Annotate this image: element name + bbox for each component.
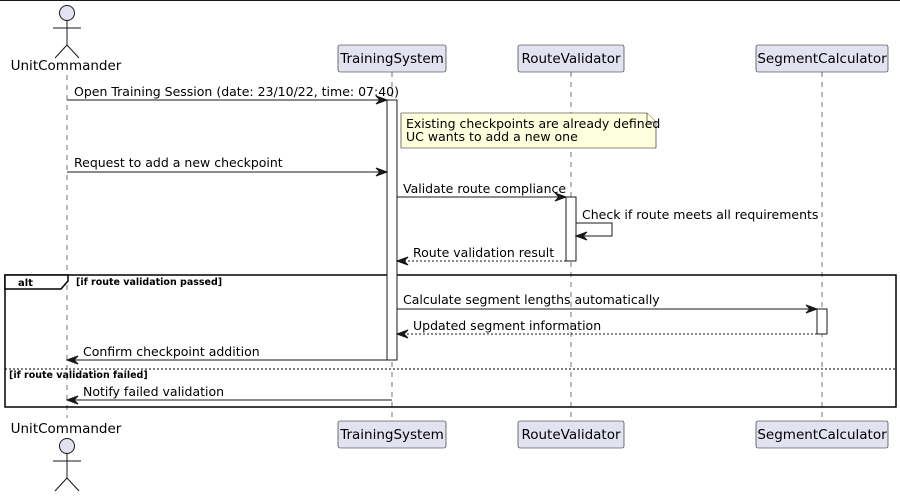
message-validation-result: Route validation result — [395, 245, 566, 266]
svg-text:SegmentCalculator: SegmentCalculator — [757, 51, 887, 67]
alt-keyword: alt — [18, 278, 33, 289]
participant-training-system-top: TrainingSystem — [337, 44, 447, 73]
participant-segment-calculator-bottom: SegmentCalculator — [755, 420, 889, 449]
svg-text:Calculate segment lengths auto: Calculate segment lengths automatically — [403, 292, 660, 307]
participant-segment-calculator-top: SegmentCalculator — [755, 44, 889, 73]
message-open-session: Open Training Session (date: 23/10/22, t… — [67, 84, 399, 105]
svg-text:Updated segment information: Updated segment information — [413, 318, 601, 333]
svg-text:RouteValidator: RouteValidator — [521, 51, 621, 67]
svg-text:Check if route meets all requi: Check if route meets all requirements — [582, 207, 818, 222]
actor-unit-commander-top: UnitCommander — [11, 5, 122, 74]
participant-route-validator-top: RouteValidator — [517, 44, 625, 73]
svg-text:RouteValidator: RouteValidator — [521, 427, 621, 443]
message-updated-segments: Updated segment information — [395, 318, 817, 339]
participant-label: UnitCommander — [11, 58, 122, 74]
participant-route-validator-bottom: RouteValidator — [517, 420, 625, 449]
svg-text:Open Training Session (date: 2: Open Training Session (date: 23/10/22, t… — [74, 84, 399, 99]
alt-guard-failed: [if route validation failed] — [9, 370, 148, 381]
participant-training-system-bottom: TrainingSystem — [337, 420, 447, 449]
note-line-1: Existing checkpoints are already defined — [406, 116, 660, 131]
message-calculate-segments: Calculate segment lengths automatically — [397, 292, 819, 314]
activation-segment-calculator — [816, 308, 828, 335]
actor-icon — [53, 438, 81, 492]
activation-route-validator — [565, 196, 577, 262]
message-request-checkpoint: Request to add a new checkpoint — [67, 155, 389, 177]
svg-text:Request to add a new checkpoin: Request to add a new checkpoint — [74, 155, 283, 170]
alt-guard-passed: [if route validation passed] — [76, 277, 222, 288]
note: Existing checkpoints are already defined… — [400, 112, 660, 149]
activation-training-system — [386, 99, 398, 361]
alt-fragment: alt [if route validation passed] [if rou… — [4, 274, 897, 408]
message-check-route: Check if route meets all requirements — [574, 207, 818, 241]
actor-unit-commander-bottom: UnitCommander — [11, 421, 122, 492]
svg-text:SegmentCalculator: SegmentCalculator — [757, 427, 887, 443]
svg-text:Confirm checkpoint addition: Confirm checkpoint addition — [83, 344, 260, 359]
svg-text:TrainingSystem: TrainingSystem — [339, 51, 444, 67]
message-validate-route: Validate route compliance — [397, 181, 568, 202]
participant-label: UnitCommander — [11, 421, 122, 437]
message-confirm-checkpoint: Confirm checkpoint addition — [65, 344, 387, 365]
svg-text:TrainingSystem: TrainingSystem — [339, 427, 444, 443]
note-line-2: UC wants to add a new one — [406, 129, 578, 144]
actor-icon — [53, 5, 81, 59]
svg-text:Route validation result: Route validation result — [413, 245, 554, 260]
svg-text:Notify failed validation: Notify failed validation — [83, 384, 224, 399]
svg-text:Validate route compliance: Validate route compliance — [403, 181, 566, 196]
message-notify-failed: Notify failed validation — [65, 384, 392, 405]
